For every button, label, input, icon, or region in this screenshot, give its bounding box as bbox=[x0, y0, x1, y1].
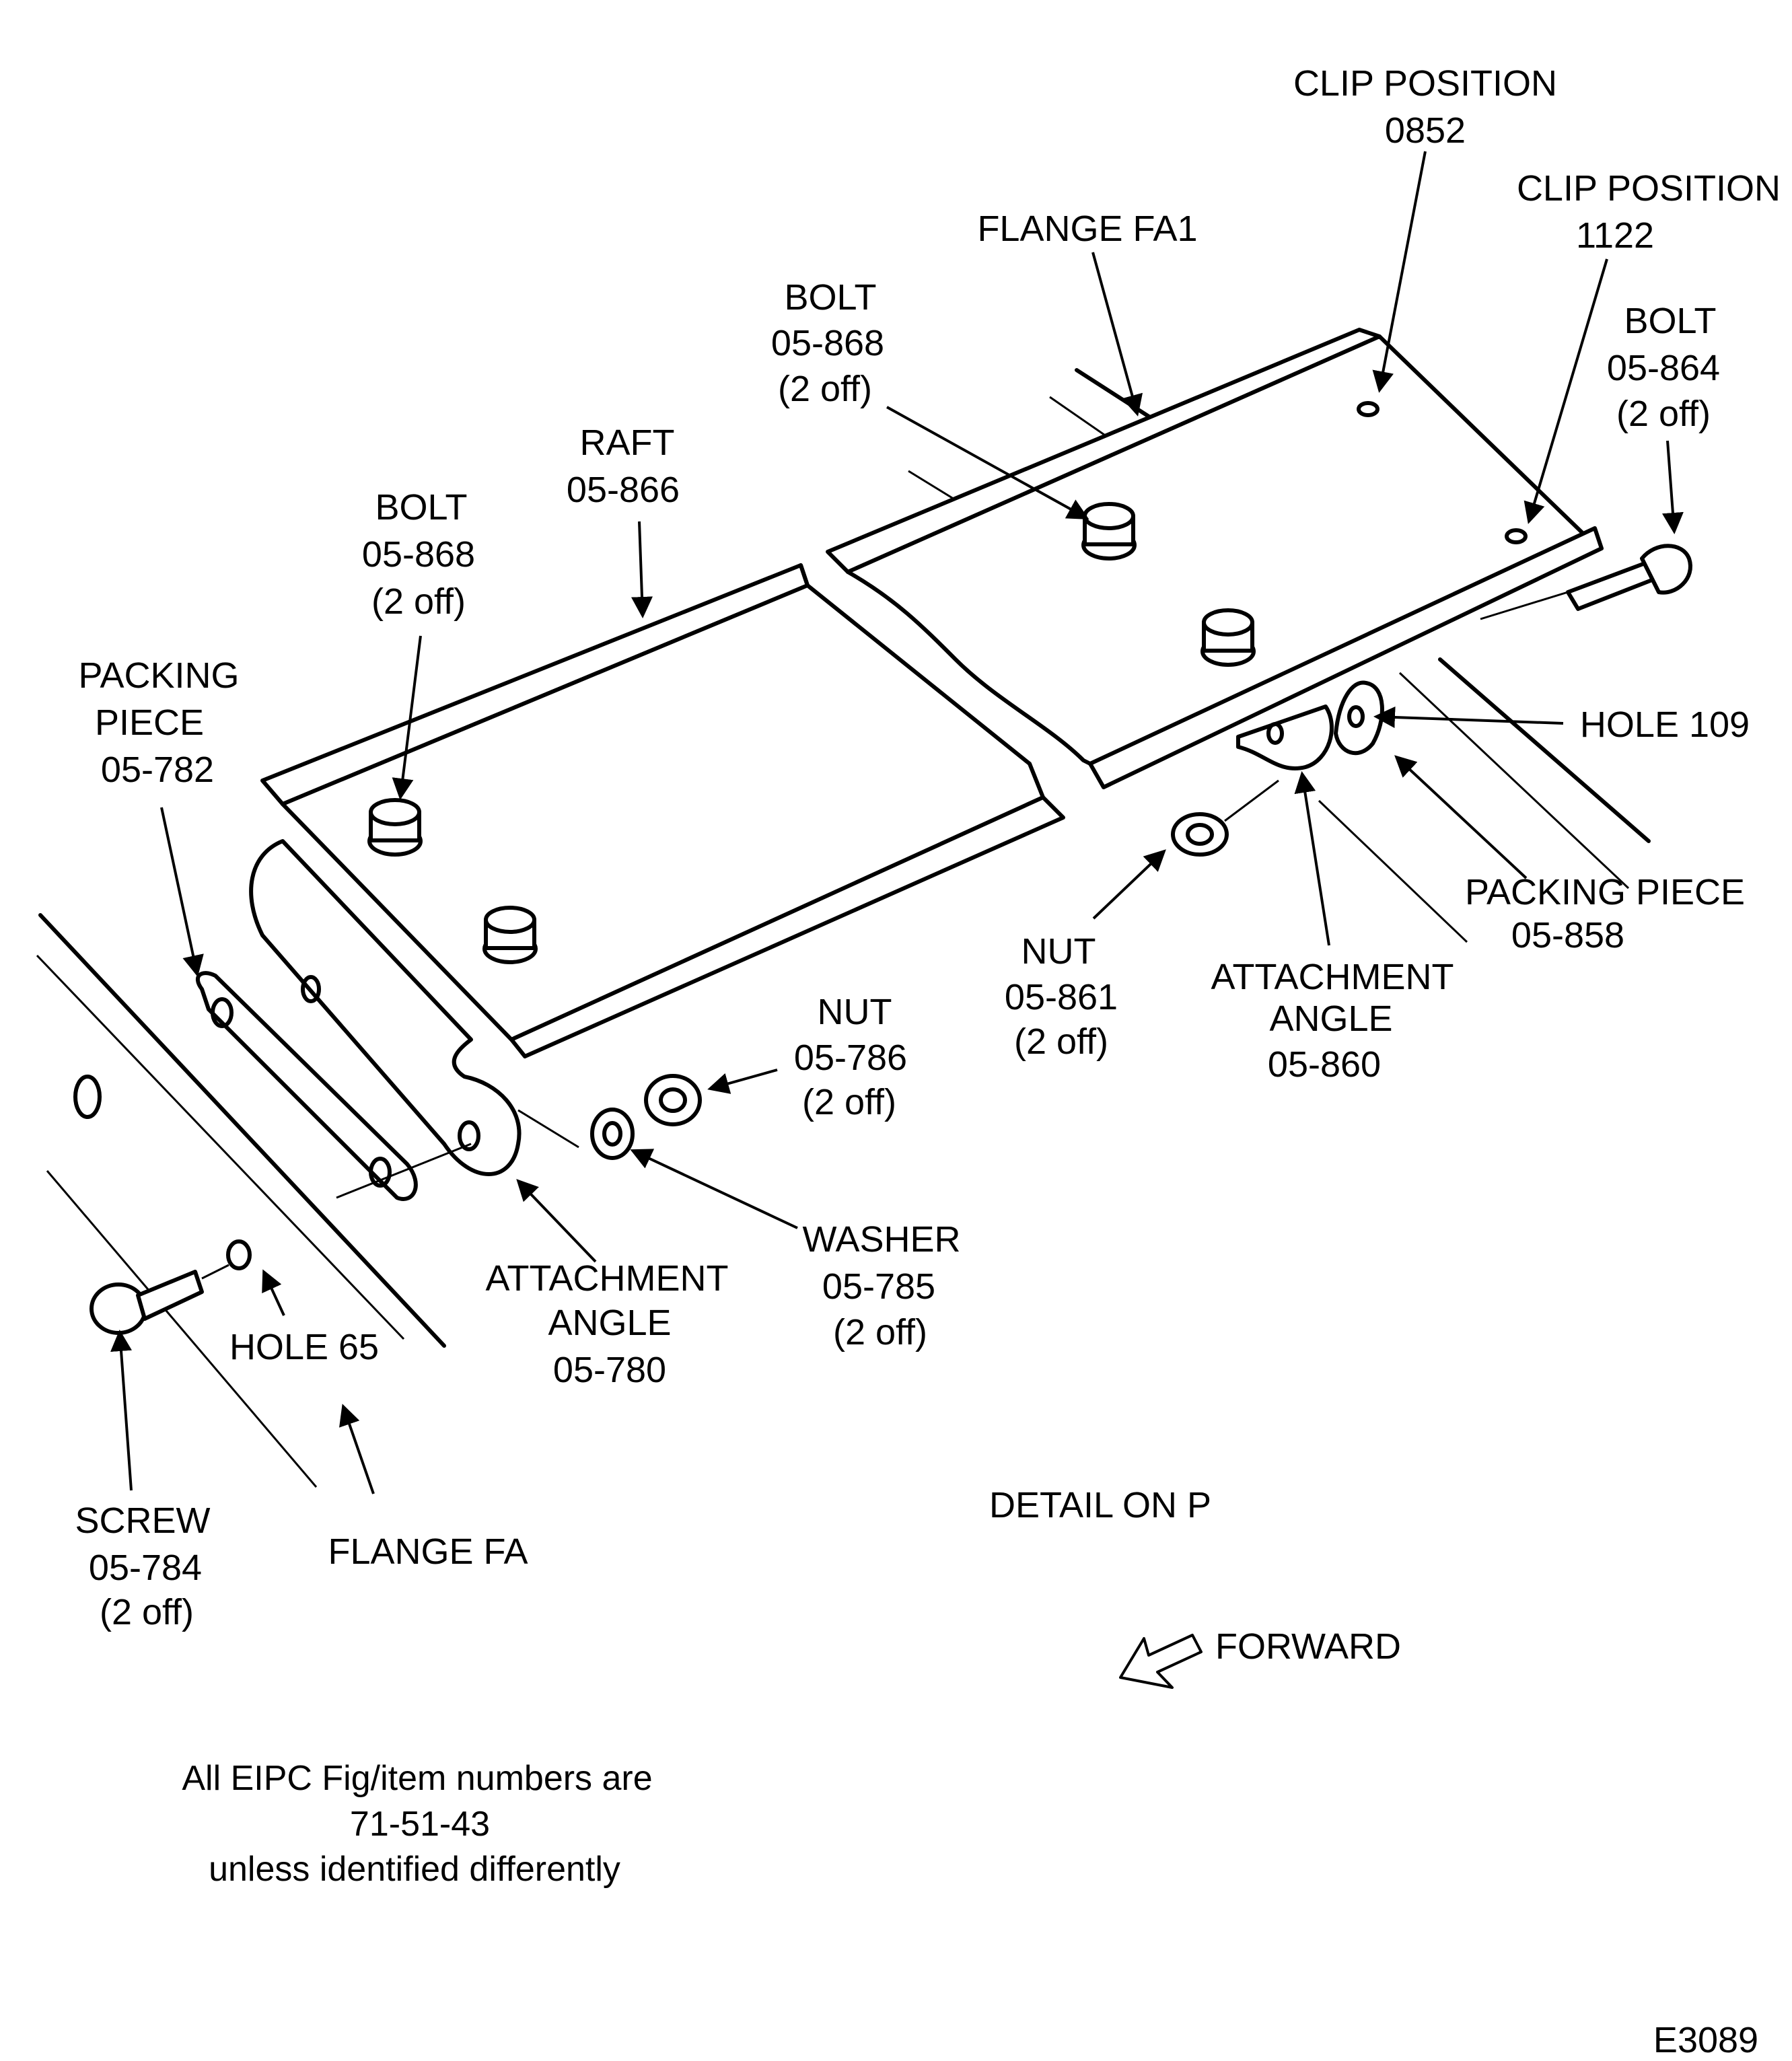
assembly-centerline bbox=[336, 1143, 472, 1199]
svg-text:71-51-43: 71-51-43 bbox=[350, 1805, 490, 1844]
svg-text:All EIPC Fig/item numbers are: All EIPC Fig/item numbers are bbox=[182, 1759, 652, 1798]
svg-text:unless identified differently: unless identified differently bbox=[209, 1850, 620, 1889]
label-flange-fa1: FLANGE FA1 bbox=[977, 209, 1197, 249]
bolt-head-icons bbox=[367, 502, 1256, 964]
leader-arrows bbox=[110, 151, 1684, 1494]
raft-left-plate bbox=[260, 563, 1065, 1058]
attachment-angle-860 bbox=[1236, 704, 1334, 770]
nut-786-icon bbox=[644, 1074, 702, 1126]
washer-icon bbox=[590, 1108, 635, 1160]
detail-title: DETAIL ON P bbox=[989, 1485, 1211, 1525]
screw-icon bbox=[89, 1239, 252, 1335]
figure-id: E3089 bbox=[1653, 2020, 1758, 2060]
label-forward: FORWARD bbox=[1215, 1626, 1401, 1667]
washer-leader bbox=[517, 1109, 579, 1149]
attachment-angle-780 bbox=[249, 839, 522, 1176]
nut-861-icon bbox=[1171, 779, 1279, 857]
label-hole-109: HOLE 109 bbox=[1580, 704, 1750, 745]
label-flange-fa: FLANGE FA bbox=[328, 1531, 528, 1572]
side-bolt-icon bbox=[1480, 544, 1692, 620]
raft-right-plate bbox=[826, 328, 1604, 789]
footnote: All EIPC Fig/item numbers are 71-51-43 u… bbox=[182, 1759, 652, 1889]
packing-piece-858 bbox=[1334, 680, 1384, 756]
forward-arrow-icon bbox=[1119, 1634, 1203, 1689]
label-hole-65: HOLE 65 bbox=[229, 1327, 379, 1367]
flange-fa-structure bbox=[36, 913, 446, 1488]
packing-piece-782 bbox=[196, 971, 418, 1201]
